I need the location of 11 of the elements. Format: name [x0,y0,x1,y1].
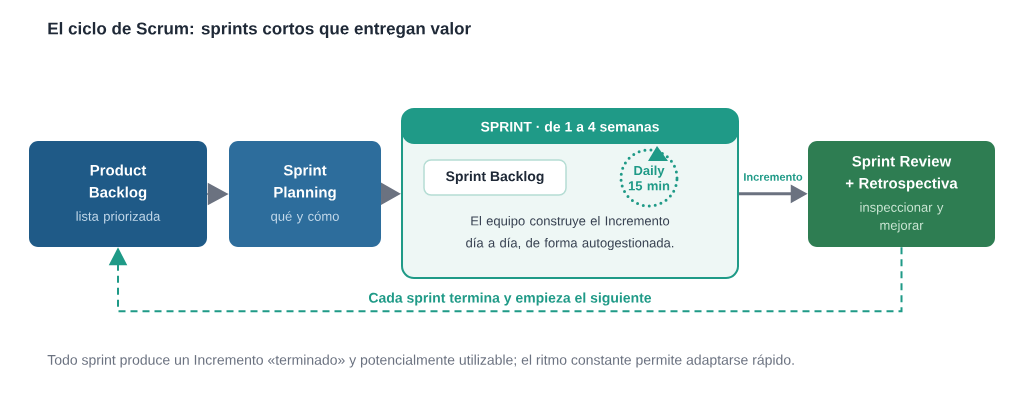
panel-text: El equipo construye el Incremento día a día, de forma autogestionada. [466,215,674,251]
backlog-box: Sprint Backlog [423,159,567,196]
caption: Todo sprint produce un Incremento «terminado» y potencialmente utilizable; el ritmo constante permite adaptarse rápido. [47,354,794,368]
process-box: Sprint Review + Retrospectiva inspeccionar y mejorar [808,141,995,247]
edge-label: Incremento [741,171,805,183]
edge-label: Cada sprint termina y empieza el siguiente [366,290,654,308]
process-box: Sprint Planning qué y cómo [229,141,381,247]
title: El ciclo de Scrum: sprints cortos que entregan valor [48,22,471,38]
process-box: Product Backlog lista priorizada [29,141,207,247]
return-arrow [108,246,903,313]
panel-header: SPRINT · de 1 a 4 semanas [402,109,738,144]
